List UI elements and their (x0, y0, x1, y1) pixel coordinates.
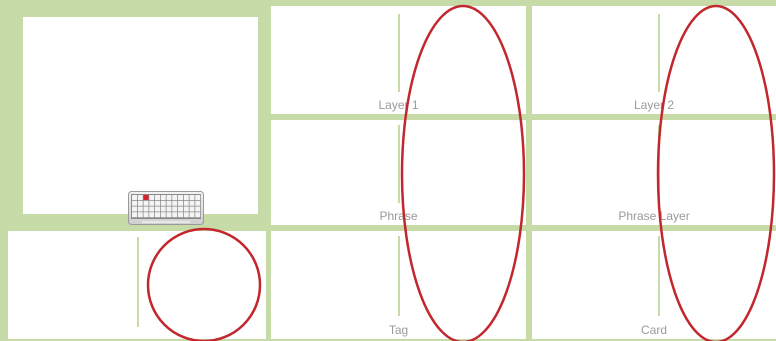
layer1-label: Layer 1 (378, 98, 419, 112)
card-label: Card (640, 323, 667, 337)
panel-divider (658, 236, 660, 316)
keyboard-key (183, 212, 189, 218)
keyboard-key (178, 212, 183, 218)
keyboard-key (178, 195, 183, 200)
keyboard-key (195, 200, 201, 206)
keyboard-icon[interactable] (128, 191, 204, 225)
keyboard-key (189, 206, 195, 212)
keyboard-key (155, 212, 160, 218)
keyboard-key (183, 195, 189, 200)
keyboard-key (195, 206, 201, 212)
keyboard-key (149, 200, 155, 206)
phrase-panel[interactable]: Phrase (271, 120, 526, 225)
keyboard-key (137, 206, 143, 212)
keyboard-key (172, 206, 178, 212)
keyboard-key (149, 195, 155, 200)
keyboard-key (166, 206, 172, 212)
phrase-layer-panel[interactable]: Phrase Layer (532, 120, 776, 225)
keyboard-key (143, 200, 149, 206)
keyboard-key (189, 212, 195, 218)
keyboard-key (132, 195, 137, 200)
layer2-label: Layer 2 (633, 98, 675, 112)
bottom-left-panel (8, 231, 266, 339)
keyboard-key (166, 212, 172, 218)
keyboard-key (178, 206, 183, 212)
keyboard-key (189, 200, 195, 206)
keyboard-key (143, 212, 149, 218)
keyboard-key (183, 206, 189, 212)
tag-panel[interactable]: Tag (271, 231, 526, 339)
keyboard-key (137, 195, 143, 200)
keyboard-key (160, 195, 166, 200)
layer2-panel[interactable]: Layer 2 (532, 6, 776, 114)
card-panel[interactable]: Card (532, 231, 776, 339)
panel-divider (398, 236, 400, 316)
keyboard-key (132, 212, 137, 218)
keyboard-key (149, 206, 155, 212)
keyboard-key (149, 212, 155, 218)
keyboard-key (143, 195, 149, 200)
panel-divider (398, 14, 400, 92)
keyboard-key (160, 206, 166, 212)
keyboard-key (137, 200, 143, 206)
keyboard-key (172, 212, 178, 218)
keyboard-key (166, 195, 172, 200)
keyboard-key (195, 212, 201, 218)
keyboard-key (155, 206, 160, 212)
keyboard-key (189, 195, 195, 200)
keyboard-key (137, 212, 143, 218)
panel-divider (137, 237, 139, 327)
keyboard-key (155, 195, 160, 200)
keyboard-key (172, 195, 178, 200)
keyboard-key (195, 195, 201, 200)
panel-divider (658, 125, 660, 203)
keyboard-key (160, 200, 166, 206)
keyboard-key (172, 200, 178, 206)
keyboard-key (166, 200, 172, 206)
keyboard-key (155, 200, 160, 206)
main-panel (23, 17, 258, 225)
keyboard-key (160, 212, 166, 218)
keyboard-key (132, 206, 137, 212)
panel-divider (658, 14, 660, 92)
keyboard-key (143, 206, 149, 212)
phrase-label: Phrase (379, 209, 418, 223)
keyboard-key (178, 200, 183, 206)
phrase-layer-label: Phrase Layer (618, 209, 690, 223)
panel-divider (398, 125, 400, 203)
keyboard-key (132, 200, 137, 206)
layer1-panel[interactable]: Layer 1 (271, 6, 526, 114)
keyboard-key (183, 200, 189, 206)
tag-label: Tag (388, 323, 409, 337)
